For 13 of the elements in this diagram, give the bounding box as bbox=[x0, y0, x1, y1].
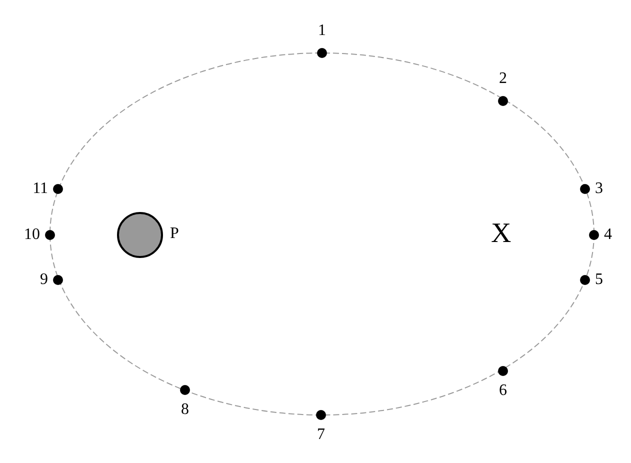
point-number: 1 bbox=[318, 23, 326, 39]
planet-label: P bbox=[170, 226, 179, 242]
point-number: 8 bbox=[181, 402, 189, 418]
point-number: 6 bbox=[499, 383, 507, 399]
point-number: 11 bbox=[32, 181, 48, 197]
point-number: 3 bbox=[595, 181, 603, 197]
point-number: 10 bbox=[24, 227, 40, 243]
point-number: 4 bbox=[604, 227, 612, 243]
point-number: 9 bbox=[40, 272, 48, 288]
point-number: 7 bbox=[317, 427, 325, 443]
focus-label: X bbox=[491, 220, 512, 248]
point-number: 2 bbox=[499, 71, 507, 87]
point-number: 5 bbox=[595, 272, 603, 288]
